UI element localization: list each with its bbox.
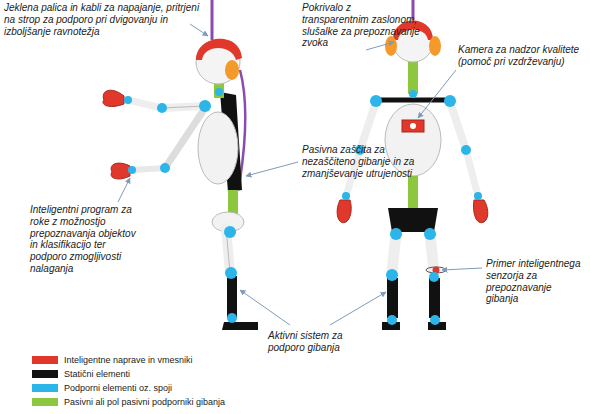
legend-swatch — [32, 356, 58, 364]
legend-swatch — [32, 384, 58, 392]
callout-label: Kamera za nadzor kvalitete (pomoč pri vz… — [458, 44, 586, 68]
leader-lines — [118, 24, 482, 325]
legend-swatch — [32, 370, 58, 378]
callout-label: Primer inteligentnega senzorja za prepoz… — [486, 258, 586, 305]
legend-text: Podporni elementi oz. spoji — [64, 383, 172, 393]
legend-row: Statični elementi — [32, 368, 130, 380]
legend-swatch — [32, 398, 58, 406]
callout-label: Pokrivalo z transparentnim zaslonom, slu… — [302, 2, 420, 49]
legend-text: Inteligentne naprave in vmesniki — [64, 355, 193, 365]
legend-text: Pasivni ali pol pasivni podporniki giban… — [64, 397, 225, 407]
callout-label: Aktivni sistem za podporo gibanja — [268, 330, 380, 354]
callout-label: Inteligentni program za roke z možnostjo… — [30, 204, 140, 275]
callout-label: Pasivna zaščita za nezaščiteno gibanje i… — [302, 144, 418, 179]
legend-row: Pasivni ali pol pasivni podporniki giban… — [32, 396, 225, 408]
side-view-robot — [103, 0, 258, 330]
legend-text: Statični elementi — [64, 369, 130, 379]
legend-row: Inteligentne naprave in vmesniki — [32, 354, 193, 366]
legend-row: Podporni elementi oz. spoji — [32, 382, 172, 394]
callout-label: Jeklena palica in kabli za napajanje, pr… — [4, 2, 200, 37]
